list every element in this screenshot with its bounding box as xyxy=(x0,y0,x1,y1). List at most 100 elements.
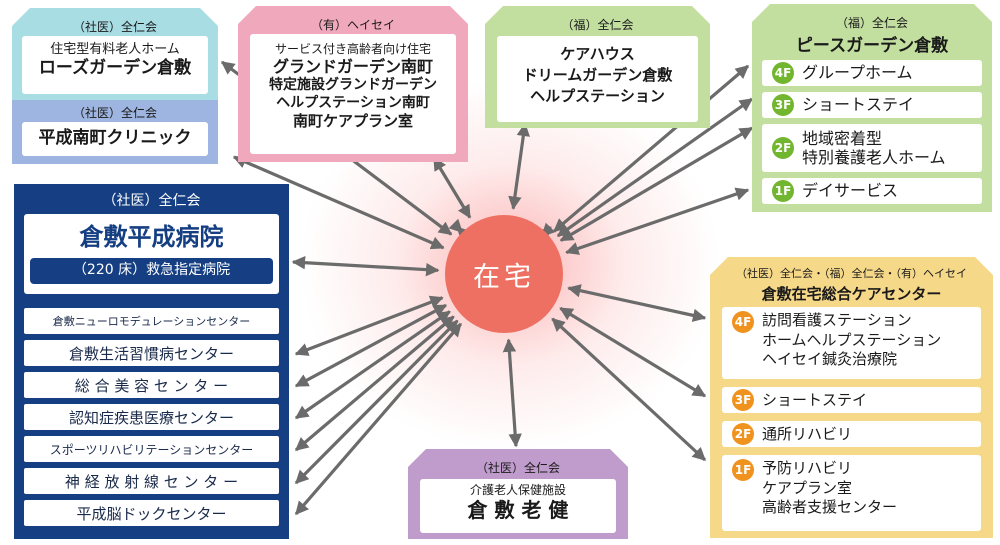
rose-garden-card: 住宅型有料老人ホーム ローズガーデン倉敷 xyxy=(22,36,208,94)
peace-floor-2f: 2F 地域密着型 特別養護老人ホーム xyxy=(762,124,982,172)
heisei-line-2: グランドガーデン南町 xyxy=(272,57,433,76)
homecare-floor-4f: 4F 訪問看護ステーション ホームヘルプステーション ヘイセイ鍼灸治療院 xyxy=(722,307,981,379)
hospital-center-1-label: 倉敷ニューロモデュレーションセンター xyxy=(52,315,251,328)
rose-garden-line-1: 住宅型有料老人ホーム xyxy=(50,42,180,57)
hospital-name: 倉敷平成病院 xyxy=(79,223,224,251)
hospital-org: （社医）全仁会 xyxy=(102,193,201,209)
peace-garden-floors: 4F グループホーム 3F ショートステイ 2F 地域密着型 特別養護老人ホーム… xyxy=(762,60,982,212)
homecare-floor-1f-badge: 1F xyxy=(732,459,754,481)
homecare-floor-1f-line-1: 予防リハビリ xyxy=(762,459,853,477)
clinic-name: 平成南町クリニック xyxy=(38,128,192,149)
carehouse-card: ケアハウス ドリームガーデン倉敷 ヘルプステーション xyxy=(497,36,698,122)
homecare-org: （社医）全仁会・（福）全仁会・（有）ヘイセイ xyxy=(736,267,967,280)
clinic-org: （社医）全仁会 xyxy=(72,106,157,120)
peace-floor-4f: 4F グループホーム xyxy=(762,60,982,86)
homecare-floor-4f-text: 訪問看護ステーション ホームヘルプステーション ヘイセイ鍼灸治療院 xyxy=(762,311,941,370)
clinic-box: （社医）全仁会 平成南町クリニック xyxy=(12,100,218,164)
hospital-card: 倉敷平成病院 （220 床）救急指定病院 xyxy=(24,214,279,294)
homecare-box: （社医）全仁会・（福）全仁会・（有）ヘイセイ 倉敷在宅総合ケアセンター 4F 訪… xyxy=(710,257,993,538)
connector-arrow-10 xyxy=(565,187,750,255)
hospital-center-6-label: 神 経 放 射 線 セ ン タ ー xyxy=(64,472,239,491)
connector-arrow-17 xyxy=(294,322,463,516)
hospital-center-3-label: 総 合 美 容 セ ン タ ー xyxy=(74,376,229,395)
hospital-center-7-label: 平成脳ドックセンター xyxy=(76,504,227,523)
hospital-center-5-label: スポーツリハビリテーションセンター xyxy=(49,442,254,457)
rose-garden-line-2: ローズガーデン倉敷 xyxy=(38,58,192,79)
home-center-circle: 在宅 xyxy=(445,215,563,333)
homecare-floor-4f-line-3: ヘイセイ鍼灸治療院 xyxy=(762,350,898,368)
carehouse-box: （福）全仁会 ケアハウス ドリームガーデン倉敷 ヘルプステーション xyxy=(485,6,710,128)
peace-garden-box: （福）全仁会 ピースガーデン倉敷 4F グループホーム 3F ショートステイ 2… xyxy=(752,4,992,212)
heisei-line-3: 特定施設グランドガーデン xyxy=(269,77,437,93)
peace-floor-3f-badge: 3F xyxy=(772,94,794,116)
hospital-center-3: 総 合 美 容 セ ン タ ー xyxy=(24,372,279,398)
connector-arrow-21 xyxy=(502,338,522,448)
hospital-center-1: 倉敷ニューロモデュレーションセンター xyxy=(24,308,279,334)
carehouse-line-3: ヘルプステーション xyxy=(530,87,665,105)
homecare-floor-3f: 3F ショートステイ xyxy=(722,387,981,413)
connector-arrow-19 xyxy=(559,306,707,398)
roken-box: （社医）全仁会 介護老人保健施設 倉 敷 老 健 xyxy=(408,449,628,539)
homecare-floor-1f-line-3: 高齢者支援センター xyxy=(762,498,898,516)
hospital-center-7: 平成脳ドックセンター xyxy=(24,500,279,526)
roken-card: 介護老人保健施設 倉 敷 老 健 xyxy=(420,479,616,533)
hospital-sub-badge: （220 床）救急指定病院 xyxy=(30,258,273,284)
homecare-name: 倉敷在宅総合ケアセンター xyxy=(761,285,942,303)
roken-line-1: 介護老人保健施設 xyxy=(469,483,566,497)
peace-garden-name: ピースガーデン倉敷 xyxy=(795,36,949,56)
roken-line-2: 倉 敷 老 健 xyxy=(467,498,569,522)
heisei-box: （有）ヘイセイ サービス付き高齢者向け住宅 グランドガーデン南町 特定施設グラン… xyxy=(238,6,468,162)
carehouse-line-2: ドリームガーデン倉敷 xyxy=(522,66,673,84)
hospital-sub: （220 床）救急指定病院 xyxy=(72,262,231,279)
peace-floor-1f-label: デイサービス xyxy=(802,181,899,201)
hospital-center-5: スポーツリハビリテーションセンター xyxy=(24,436,279,462)
hospital-center-6: 神 経 放 射 線 セ ン タ ー xyxy=(24,468,279,494)
connector-arrow-3 xyxy=(432,156,472,219)
heisei-card: サービス付き高齢者向け住宅 グランドガーデン南町 特定施設グランドガーデン ヘル… xyxy=(250,34,456,154)
heisei-line-1: サービス付き高齢者向け住宅 xyxy=(274,42,431,56)
peace-floor-3f: 3F ショートステイ xyxy=(762,92,982,118)
carehouse-line-1: ケアハウス xyxy=(560,45,635,63)
peace-floor-2f-line-1: 地域密着型 xyxy=(802,128,883,148)
heisei-line-4: ヘルプステーション南町 xyxy=(276,94,430,111)
hospital-center-4: 認知症疾患医療センター xyxy=(24,404,279,430)
peace-floor-2f-text: 地域密着型 特別養護老人ホーム xyxy=(802,129,946,167)
clinic-card: 平成南町クリニック xyxy=(22,122,208,156)
hospital-center-4-label: 認知症疾患医療センター xyxy=(68,408,234,427)
peace-floor-1f-badge: 1F xyxy=(772,180,794,202)
roken-org: （社医）全仁会 xyxy=(475,461,560,475)
homecare-floor-3f-badge: 3F xyxy=(732,389,754,411)
rose-garden-box: （社医）全仁会 住宅型有料老人ホーム ローズガーデン倉敷 xyxy=(12,8,218,100)
peace-floor-3f-label: ショートステイ xyxy=(802,95,915,115)
homecare-floor-1f-text: 予防リハビリ ケアプラン室 高齢者支援センター xyxy=(762,459,897,518)
peace-floor-2f-badge: 2F xyxy=(772,137,794,159)
rose-garden-org: （社医）全仁会 xyxy=(72,20,157,34)
home-center-label: 在宅 xyxy=(473,261,535,293)
homecare-floor-2f-badge: 2F xyxy=(732,423,754,445)
homecare-floor-1f-line-2: ケアプラン室 xyxy=(762,478,853,497)
connector-arrow-4 xyxy=(448,218,471,241)
hospital-center-2-label: 倉敷生活習慣病センター xyxy=(68,344,234,363)
heisei-org: （有）ヘイセイ xyxy=(310,18,395,32)
connector-arrow-18 xyxy=(567,284,707,322)
heisei-line-5: 南町ケアプラン室 xyxy=(292,112,413,130)
peace-floor-4f-badge: 4F xyxy=(772,62,794,84)
connector-arrow-11 xyxy=(291,255,440,277)
peace-floor-4f-label: グループホーム xyxy=(802,63,913,83)
peace-garden-org: （福）全仁会 xyxy=(835,16,908,30)
carehouse-org: （福）全仁会 xyxy=(561,18,634,32)
homecare-floor-4f-badge: 4F xyxy=(732,311,754,333)
hospital-box: （社医）全仁会 倉敷平成病院 （220 床）救急指定病院 倉敷ニューロモデュレー… xyxy=(14,184,289,539)
connector-arrow-5 xyxy=(508,122,530,210)
connector-arrow-20 xyxy=(551,317,707,462)
homecare-floors: 4F 訪問看護ステーション ホームヘルプステーション ヘイセイ鍼灸治療院 3F … xyxy=(722,307,981,538)
peace-floor-2f-line-2: 特別養護老人ホーム xyxy=(802,148,946,167)
homecare-floor-1f: 1F 予防リハビリ ケアプラン室 高齢者支援センター xyxy=(722,455,981,531)
connector-arrow-15 xyxy=(294,315,455,452)
connector-arrow-2 xyxy=(232,155,445,250)
homecare-floor-2f-label: 通所リハビリ xyxy=(762,425,853,443)
homecare-floor-4f-line-2: ホームヘルプステーション xyxy=(762,330,942,349)
peace-floor-1f: 1F デイサービス xyxy=(762,178,982,204)
